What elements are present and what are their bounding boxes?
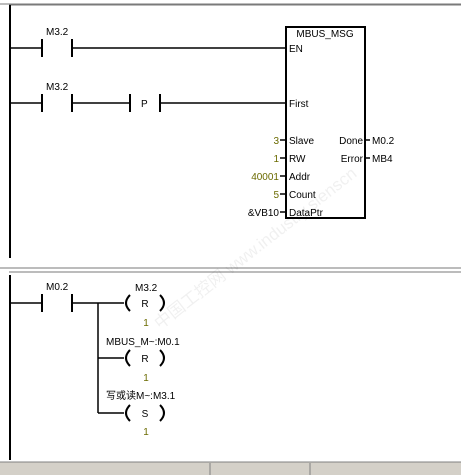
pin-first: First <box>289 99 309 110</box>
watermark: 中国工控网 www.industry.sienscn <box>151 164 360 333</box>
coil-3-label: 写或读M~:M3.1 <box>106 389 176 402</box>
coil-2-symbol: R <box>141 354 148 365</box>
coil-set-m31[interactable]: 写或读M~:M3.1 S 1 <box>106 389 176 438</box>
input-dataptr-value: &VB10 <box>248 208 280 219</box>
block-input-dataptr[interactable]: &VB10 DataPtr <box>248 208 324 219</box>
coil-reset-m01[interactable]: MBUS_M~:M0.1 R 1 <box>106 337 180 384</box>
input-dataptr-pin: DataPtr <box>289 208 324 219</box>
block-input-count[interactable]: 5 Count <box>273 190 315 201</box>
input-slave-value: 3 <box>273 136 279 147</box>
mbus-msg-block[interactable]: MBUS_MSG EN First <box>285 26 366 219</box>
input-count-pin: Count <box>289 190 316 201</box>
pin-en: EN <box>289 44 303 55</box>
block-input-slave[interactable]: 3 Slave <box>273 136 314 147</box>
input-rw-value: 1 <box>273 154 279 165</box>
input-addr-pin: Addr <box>289 172 311 183</box>
coil-reset-m32[interactable]: M3.2 R 1 <box>125 283 165 329</box>
contact-first-label: M3.2 <box>46 82 69 93</box>
positive-edge-contact[interactable]: P <box>129 94 286 112</box>
contact-m02[interactable]: M0.2 <box>10 282 124 312</box>
input-slave-pin: Slave <box>289 136 314 147</box>
coil-3-symbol: S <box>142 409 149 420</box>
input-count-value: 5 <box>273 190 279 201</box>
block-input-rw[interactable]: 1 RW <box>273 154 306 165</box>
output-error-value: MB4 <box>372 154 393 165</box>
input-addr-value: 40001 <box>251 172 279 183</box>
output-done-value: M0.2 <box>372 136 395 147</box>
block-output-done[interactable]: Done M0.2 <box>339 136 395 147</box>
coil-1-label: M3.2 <box>135 283 158 294</box>
contact-m02-label: M0.2 <box>46 282 69 293</box>
footer-table-header <box>0 462 461 475</box>
output-done-pin: Done <box>339 136 363 147</box>
contact-en-label: M3.2 <box>46 27 69 38</box>
output-error-pin: Error <box>341 154 364 165</box>
coil-1-symbol: R <box>141 299 148 310</box>
contact-first[interactable]: M3.2 <box>10 82 130 112</box>
block-input-addr[interactable]: 40001 Addr <box>251 172 311 183</box>
edge-label: P <box>141 99 148 110</box>
coil-2-count: 1 <box>143 373 149 384</box>
coil-3-count: 1 <box>143 427 149 438</box>
input-rw-pin: RW <box>289 154 306 165</box>
contact-en[interactable]: M3.2 <box>10 27 286 57</box>
block-output-error[interactable]: Error MB4 <box>341 154 393 165</box>
coil-2-label: MBUS_M~:M0.1 <box>106 337 180 348</box>
block-title: MBUS_MSG <box>296 29 353 40</box>
coil-1-count: 1 <box>143 318 149 329</box>
